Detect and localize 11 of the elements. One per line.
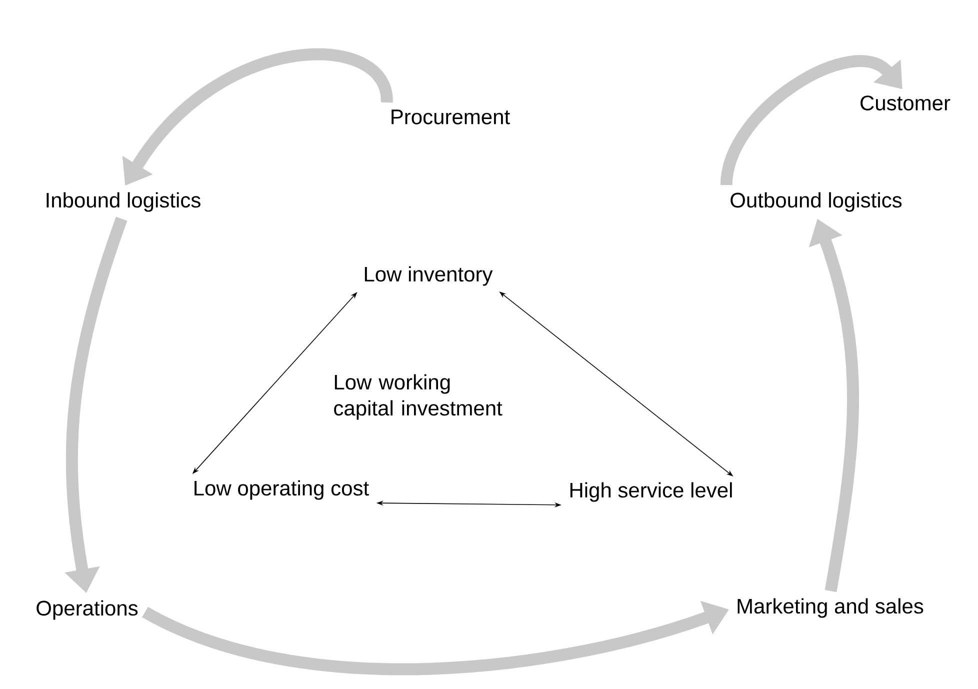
text-label: Low working capital investment xyxy=(334,374,502,420)
text-label: Outbound logistics xyxy=(730,192,902,212)
text-label: Customer xyxy=(860,96,950,110)
text-label: Procurement xyxy=(392,110,510,124)
text-label: Marketing and sales xyxy=(738,598,924,618)
text-label: Inbound logistics xyxy=(46,192,200,212)
curved-arrow xyxy=(720,55,902,186)
text-label: Operations xyxy=(36,600,138,620)
text-label: High service level xyxy=(570,482,732,502)
text-label: Low inventory xyxy=(364,266,493,286)
text-label: Low operating cost xyxy=(194,480,369,500)
